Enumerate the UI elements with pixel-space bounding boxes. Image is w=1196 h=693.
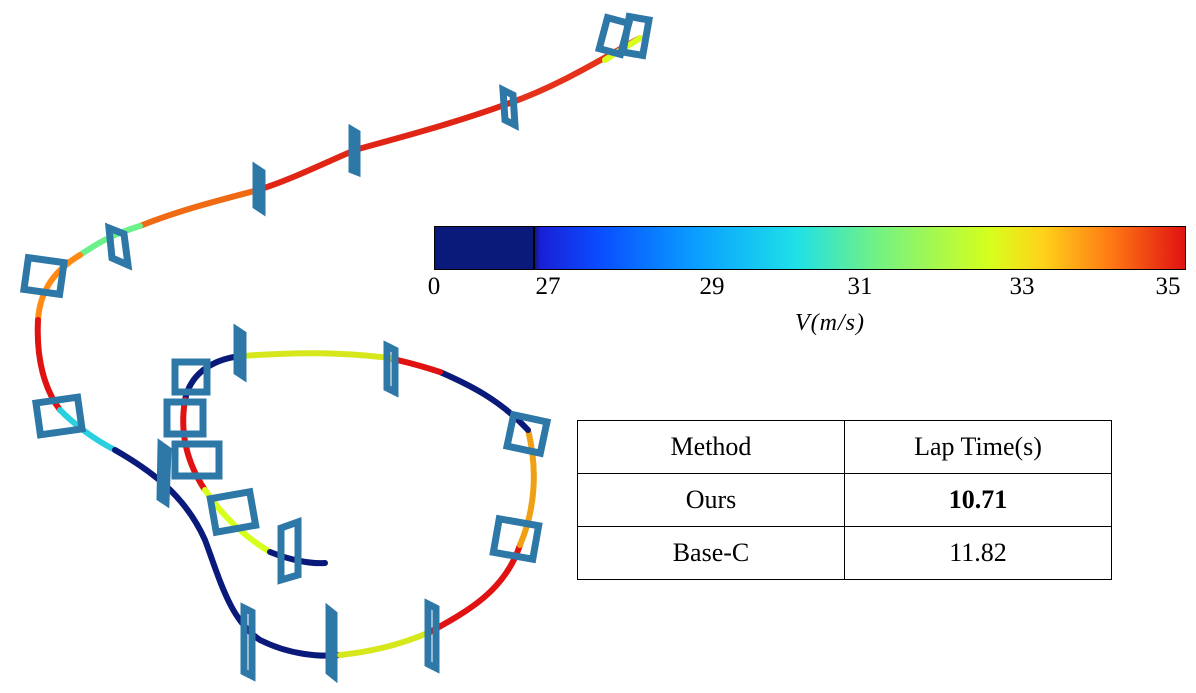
gate: [233, 323, 247, 383]
gates: [19, 12, 654, 684]
gate: [163, 398, 207, 438]
gate: [206, 487, 260, 537]
method-cell: Base-C: [577, 526, 845, 580]
gate: [499, 84, 519, 131]
table-row: Base-C 11.82: [577, 526, 1112, 580]
gate: [32, 393, 86, 439]
trajectory-path: [34, 35, 643, 659]
colorbar-label: V(m/s): [795, 310, 865, 336]
lap-time-cell: 10.71: [844, 473, 1112, 527]
column-header: Lap Time(s): [844, 420, 1112, 474]
gate: [424, 598, 440, 674]
gate: [156, 438, 172, 509]
colorbar-tick: 33: [1009, 273, 1035, 300]
gate: [383, 340, 399, 398]
lap-time-table: Method Lap Time(s) Ours 10.71 Base-C 11.…: [577, 420, 1112, 580]
colorbar-divider: [533, 227, 535, 269]
table-header-row: Method Lap Time(s): [577, 420, 1112, 474]
gate: [252, 161, 266, 217]
colorbar-tick: 35: [1155, 273, 1181, 300]
gate: [171, 440, 223, 480]
method-cell: Ours: [577, 473, 845, 527]
gate: [240, 602, 256, 682]
gate: [502, 410, 552, 458]
lap-time-cell: 11.82: [844, 526, 1112, 580]
colorbar-tick: 0: [427, 273, 441, 300]
table-row: Ours 10.71: [577, 473, 1112, 527]
colorbar-tick: 27: [535, 273, 561, 300]
speed-colorbar: [434, 226, 1186, 270]
gate: [325, 602, 338, 684]
gate: [348, 123, 361, 178]
gate: [171, 358, 211, 396]
colorbar-tick: 29: [699, 273, 725, 300]
gate: [489, 514, 543, 564]
gate: [19, 253, 69, 299]
gate: [277, 517, 302, 585]
colorbar-tick: 31: [847, 273, 873, 300]
column-header: Method: [577, 420, 845, 474]
gate: [618, 12, 654, 60]
gate: [104, 222, 133, 271]
